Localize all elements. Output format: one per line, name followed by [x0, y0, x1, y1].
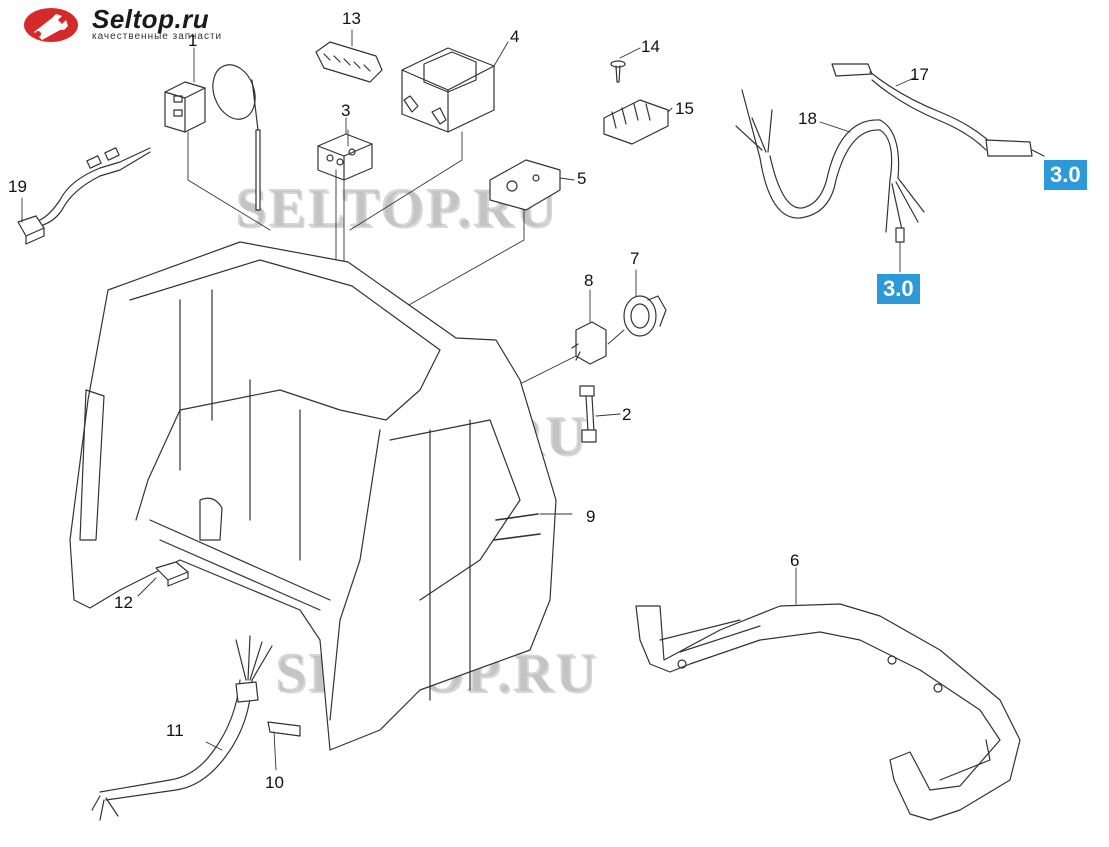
callout-19: 19 [8, 177, 27, 196]
part-6-frame [635, 567, 1021, 821]
brand-logo: Seltop.ru качественные запчасти [22, 4, 292, 46]
callout-3: 3 [341, 101, 351, 120]
part-7-knob [607, 295, 667, 345]
callout-11: 11 [166, 721, 184, 740]
part-15-clip [603, 99, 669, 145]
part-19-harness [17, 147, 151, 245]
part-10-tag [267, 721, 301, 771]
callout-2: 2 [622, 405, 632, 424]
part-2-connector [579, 385, 597, 443]
callout-9: 9 [586, 507, 596, 526]
callout-5: 5 [577, 169, 587, 188]
callout-6: 6 [790, 551, 800, 570]
part-14-screw [610, 60, 626, 83]
callout-18: 18 [798, 109, 817, 128]
part-17-ribbon-harness [831, 63, 1045, 157]
part-5-bracket [399, 159, 561, 311]
part-11-hose [91, 635, 273, 821]
callout-8: 8 [584, 271, 594, 290]
callout-4: 4 [510, 27, 520, 46]
brand-subtitle: качественные запчасти [92, 31, 223, 42]
callout-13: 13 [342, 9, 361, 28]
wrench-emblem-icon [24, 8, 78, 42]
leader-lines [21, 29, 915, 597]
callout-14: 14 [641, 37, 660, 56]
reference-badge-middle[interactable]: 3.0 [877, 274, 920, 304]
part-4-transformer [349, 47, 495, 231]
callout-10: 10 [265, 773, 284, 792]
part-12-clip [155, 561, 189, 587]
brand-title: Seltop.ru [92, 4, 210, 34]
part-8-switch [519, 321, 607, 385]
callout-15: 15 [675, 99, 694, 118]
callout-7: 7 [630, 249, 640, 268]
part-9-housing [69, 241, 573, 751]
callout-17: 17 [910, 65, 929, 84]
callout-1: 1 [188, 31, 198, 50]
reference-badge-top[interactable]: 3.0 [1044, 160, 1087, 190]
part-18-cable [735, 89, 925, 273]
part-1-thermostat [164, 64, 271, 231]
part-13-terminal-strip [315, 41, 383, 83]
callout-12: 12 [114, 593, 133, 612]
